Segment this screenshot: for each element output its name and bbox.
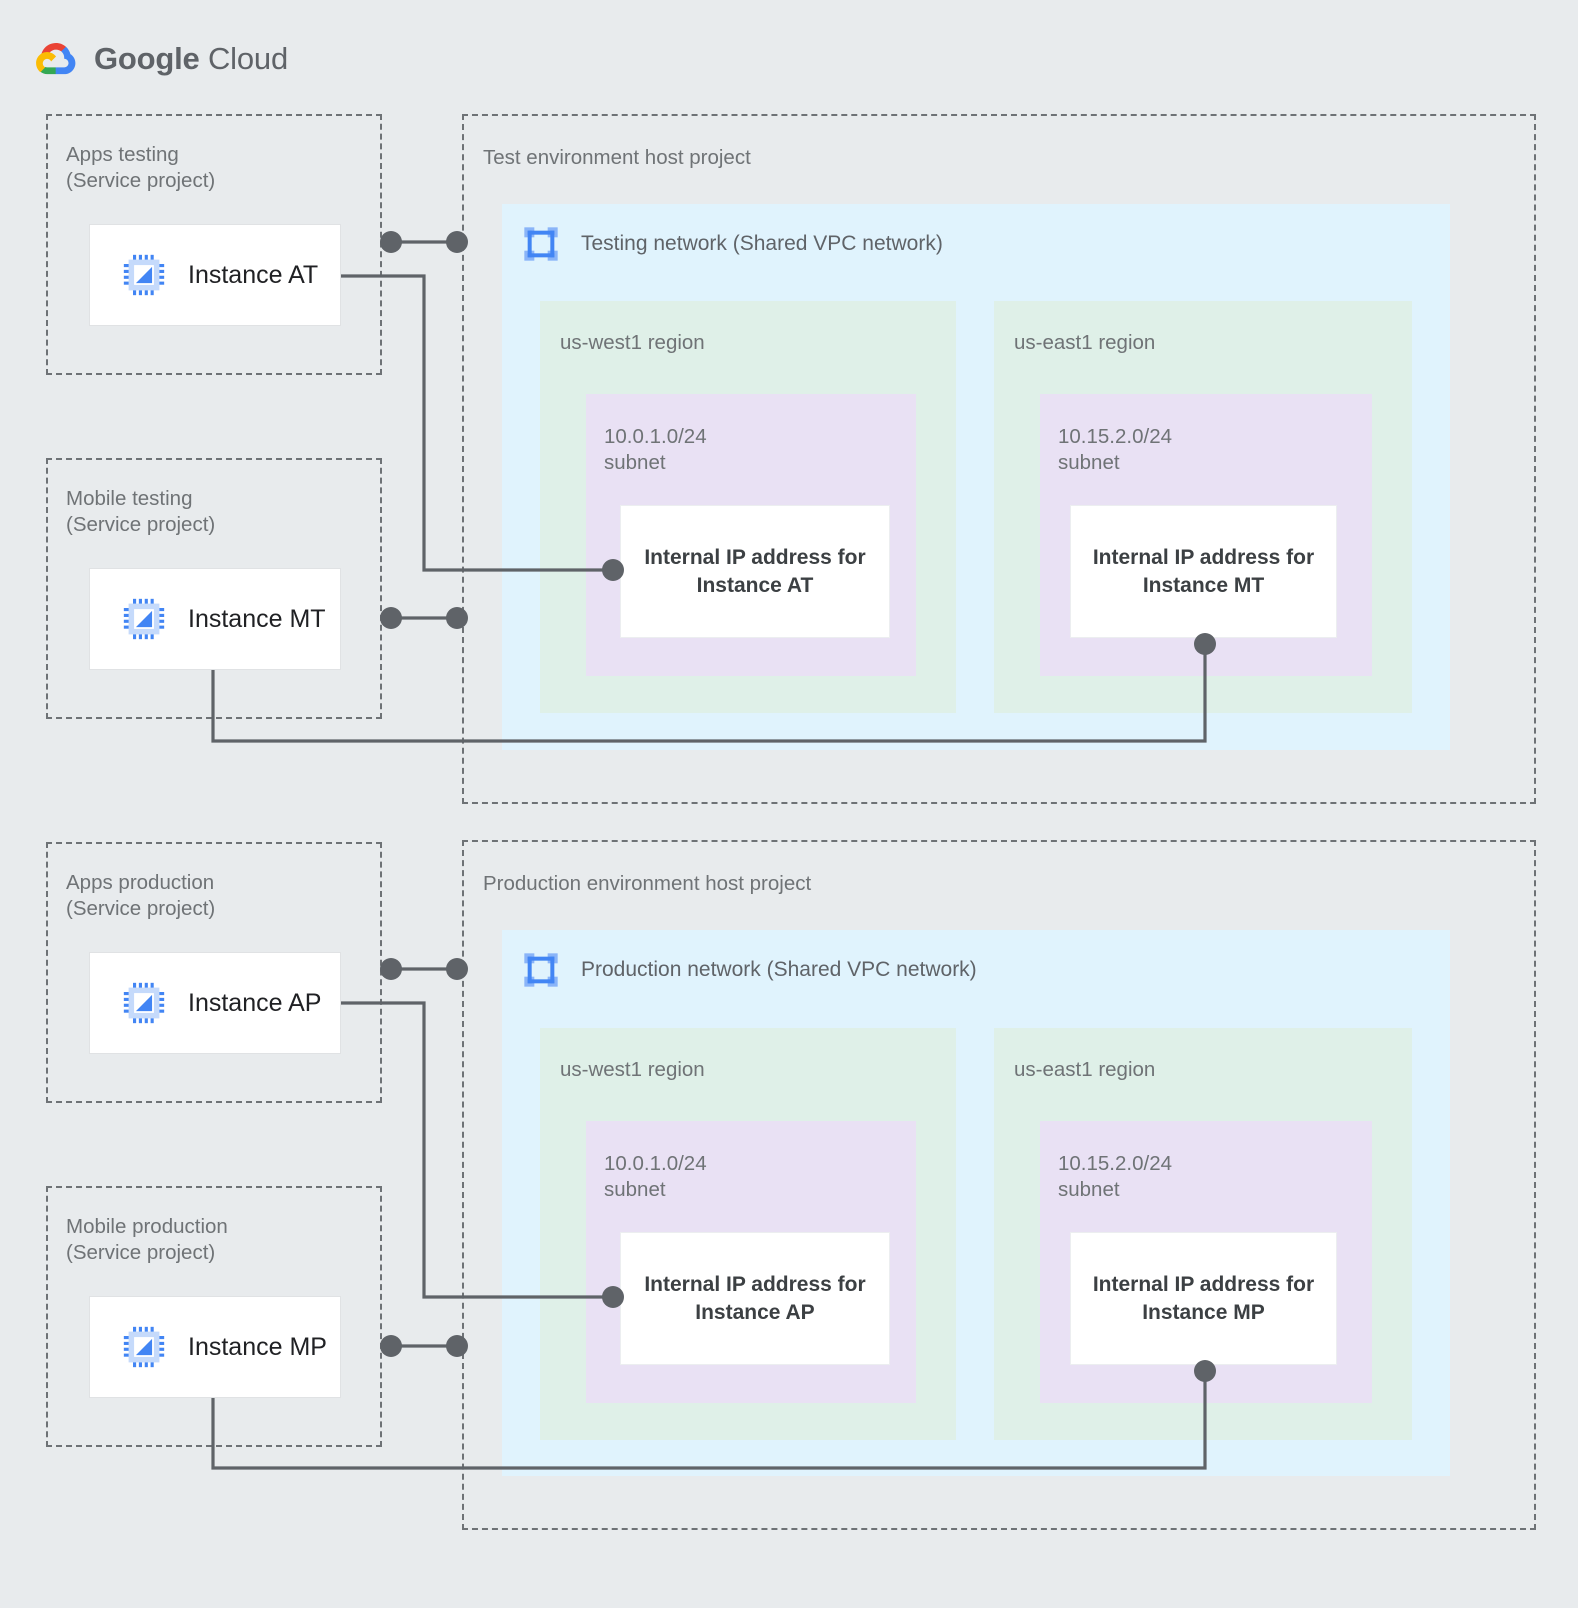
brand-name: Google Cloud — [94, 41, 288, 77]
brand-name-bold: Google — [94, 41, 200, 76]
vpc-production-network-title: Production network (Shared VPC network) — [581, 958, 977, 981]
vpc-testing-network-header: Testing network (Shared VPC network) — [521, 224, 943, 264]
ip-box-instance-mt: Internal IP address for Instance MT — [1070, 505, 1337, 638]
cpu-icon — [123, 1326, 165, 1368]
instance-card-mp[interactable]: Instance MP — [89, 1296, 341, 1398]
cpu-icon — [123, 598, 165, 640]
ip-box-instance-mp-text: Internal IP address for Instance MP — [1092, 1273, 1315, 1324]
ip-box-instance-at: Internal IP address for Instance AT — [620, 505, 890, 638]
instance-card-mt[interactable]: Instance MT — [89, 568, 341, 670]
ip-box-instance-ap-text: Internal IP address for Instance AP — [644, 1273, 866, 1324]
instance-label: Instance MP — [188, 1332, 327, 1361]
brand-name-light: Cloud — [199, 41, 288, 76]
vpc-network-icon — [524, 227, 558, 261]
region-us-east1-test-label: us-east1 region — [1014, 331, 1156, 354]
host-project-test-environment-label: Test environment host project — [483, 146, 751, 169]
service-project-apps-testing-label: Apps testing (Service project) — [66, 143, 216, 193]
subnet-10-15-2-0-prod-label: 10.15.2.0/24 subnet — [1058, 1152, 1172, 1202]
service-project-mobile-production-label: Mobile production (Service project) — [66, 1215, 228, 1265]
subnet-10-0-1-0-prod-label: 10.0.1.0/24 subnet — [604, 1152, 707, 1202]
google-cloud-logo-icon — [36, 42, 76, 75]
vpc-testing-network-title: Testing network (Shared VPC network) — [581, 232, 943, 255]
region-us-west1-prod-label: us-west1 region — [560, 1058, 705, 1081]
connector-dot — [380, 1335, 402, 1357]
service-project-apps-production-label: Apps production (Service project) — [66, 871, 216, 921]
ip-box-instance-mt-text: Internal IP address for Instance MT — [1092, 546, 1315, 597]
instance-label: Instance MT — [188, 604, 326, 633]
region-us-east1-prod-label: us-east1 region — [1014, 1058, 1156, 1081]
connector-dot — [380, 958, 402, 980]
host-project-production-environment-label: Production environment host project — [483, 872, 812, 895]
ip-box-instance-mp: Internal IP address for Instance MP — [1070, 1232, 1337, 1365]
cpu-icon — [123, 254, 165, 296]
instance-label: Instance AP — [188, 988, 322, 1017]
instance-label: Instance AT — [188, 260, 319, 289]
connector-dot — [380, 607, 402, 629]
vpc-network-icon — [524, 953, 558, 987]
service-project-mobile-testing-label: Mobile testing (Service project) — [66, 487, 216, 537]
connector-dot — [380, 231, 402, 253]
cpu-icon — [123, 982, 165, 1024]
vpc-production-network-header: Production network (Shared VPC network) — [521, 950, 977, 990]
ip-box-instance-at-text: Internal IP address for Instance AT — [644, 546, 866, 597]
region-us-west1-test-label: us-west1 region — [560, 331, 705, 354]
subnet-10-0-1-0-test-label: 10.0.1.0/24 subnet — [604, 425, 707, 475]
instance-card-at[interactable]: Instance AT — [89, 224, 341, 326]
instance-card-ap[interactable]: Instance AP — [89, 952, 341, 1054]
brand-logo-row: Google Cloud — [34, 36, 288, 82]
subnet-10-15-2-0-test-label: 10.15.2.0/24 subnet — [1058, 425, 1172, 475]
ip-box-instance-ap: Internal IP address for Instance AP — [620, 1232, 890, 1365]
